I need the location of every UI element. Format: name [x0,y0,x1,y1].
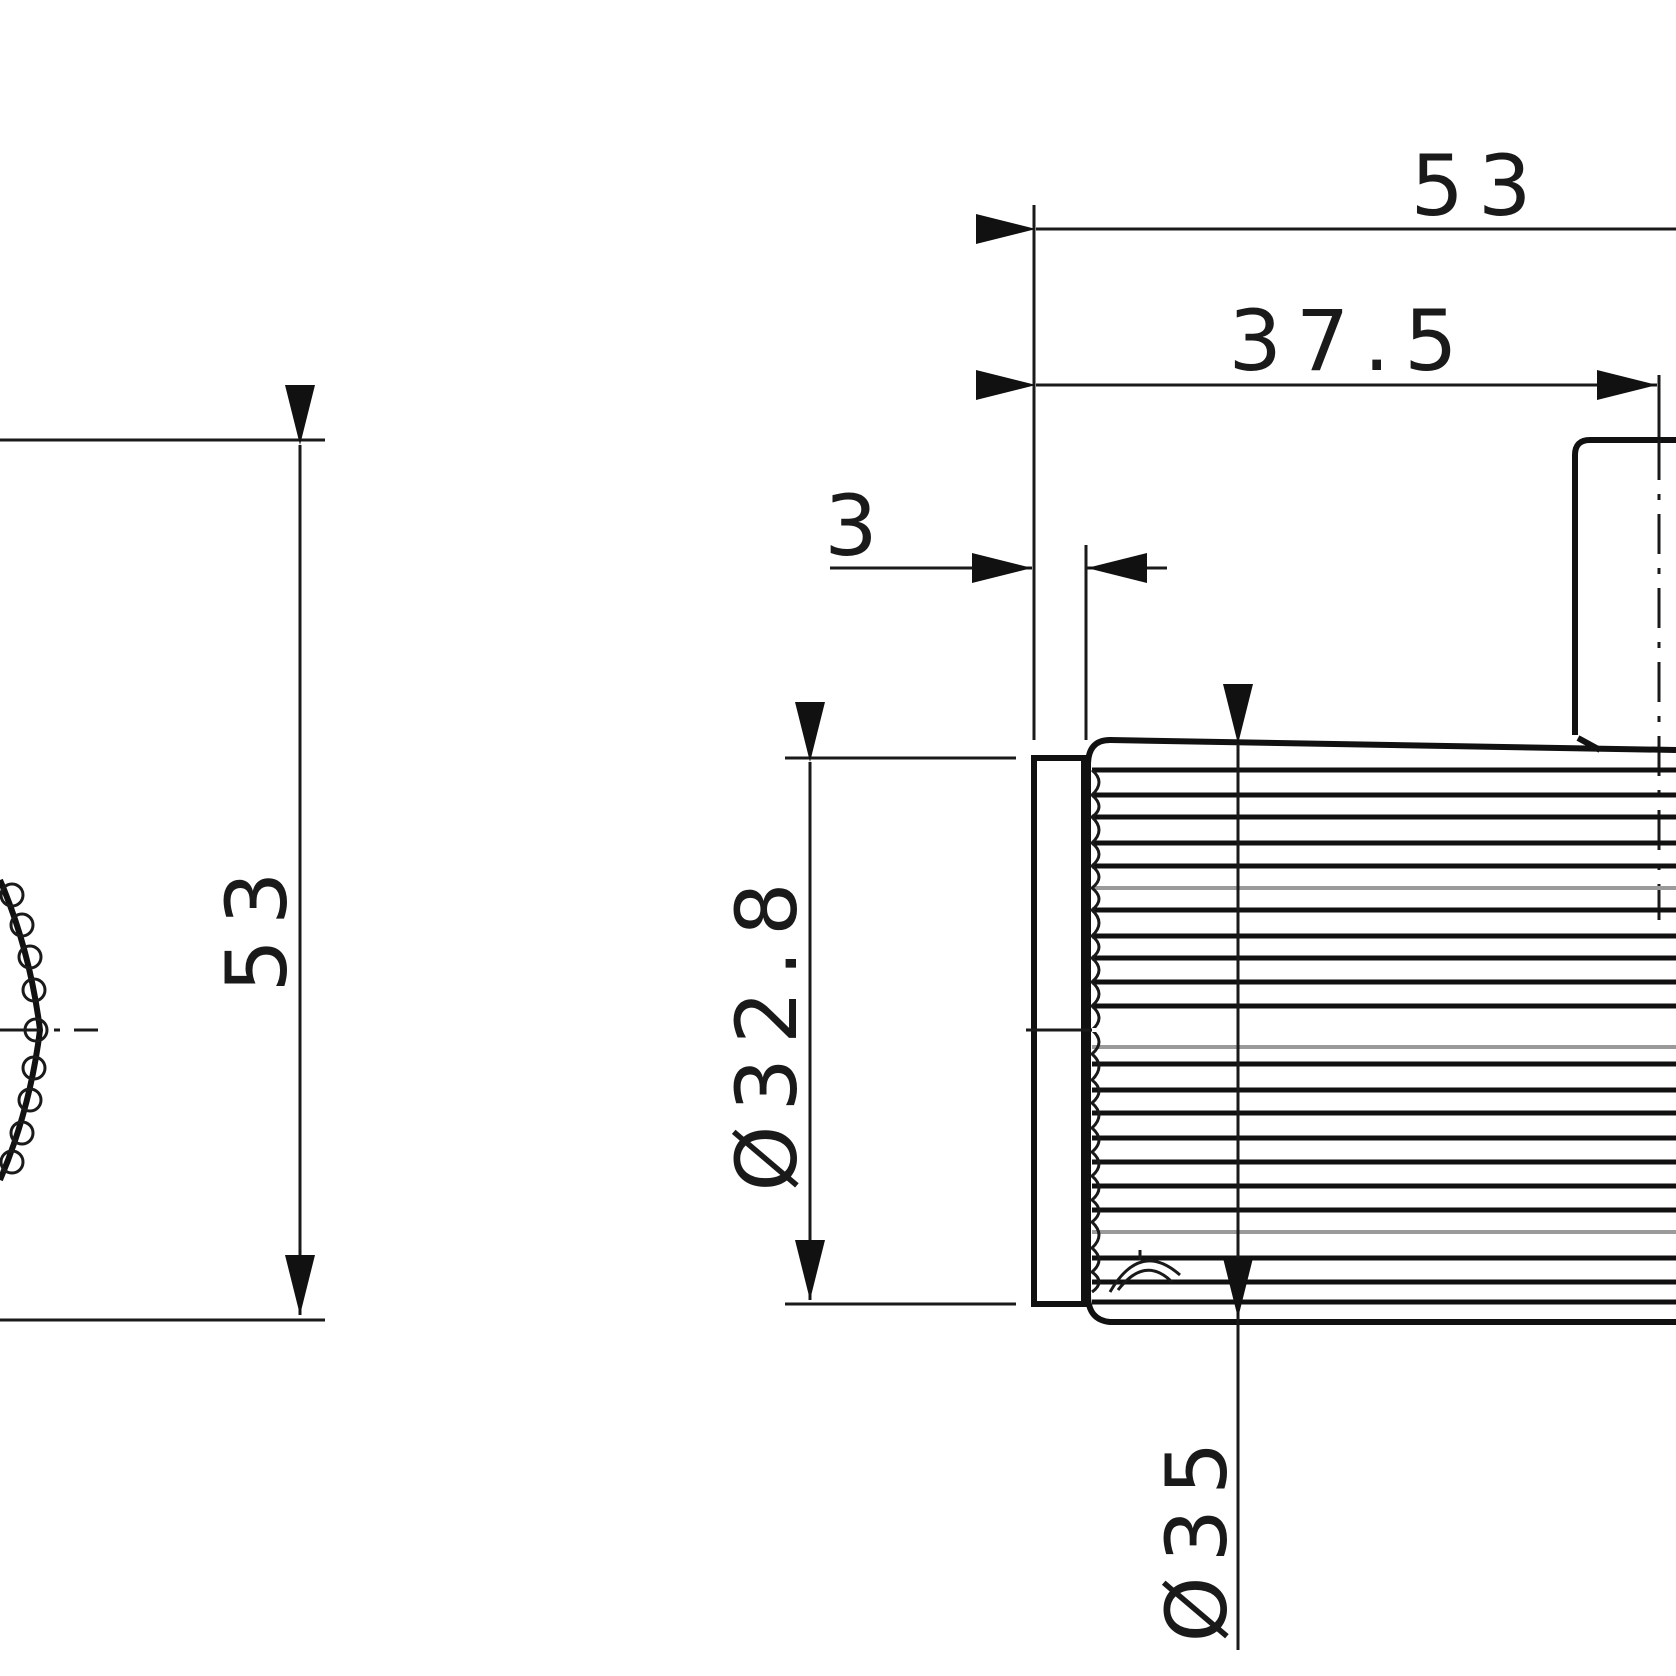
dimension-label-flange-diameter: Ø32.8 [718,868,816,1191]
knurl-lines [1092,767,1676,1305]
dimension-label-side-height: 53 [208,858,306,993]
side-view: 53 37.5 3 [718,137,1676,1650]
end-view-knurl-bumps [0,882,49,1175]
dimension-label-flange-thickness: 3 [824,477,891,575]
dimension-label-knurl-diameter: Ø35 [1148,1427,1246,1642]
top-pin-outline [1572,437,1676,735]
knurl-detail [1108,1250,1181,1293]
dimension-label-overall-length: 53 [1411,137,1546,235]
end-view: 53 [0,385,325,1322]
dimension-label-body-length: 37.5 [1228,292,1471,390]
